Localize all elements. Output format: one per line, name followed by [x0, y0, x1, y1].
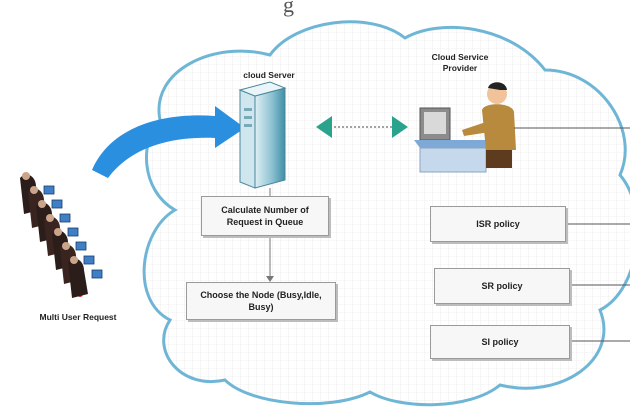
multi-user-request-label: Multi User Request — [39, 312, 117, 322]
service-provider-label: Cloud Service Provider — [431, 52, 489, 73]
si-policy-box: SI policy — [430, 325, 570, 359]
sr-policy-box: SR policy — [434, 268, 570, 304]
calculate-queue-box: Calculate Number of Request in Queue — [201, 196, 329, 236]
isr-policy-box: ISR policy — [430, 206, 566, 242]
title-fragment: g — [283, 0, 294, 17]
cloud-server-icon — [238, 81, 287, 189]
choose-node-box: Choose the Node (Busy,Idle, Busy) — [186, 282, 336, 320]
multi-user-icon — [20, 172, 103, 298]
incoming-request-arrow — [92, 106, 245, 178]
cloud-server-label: cloud Server — [243, 70, 295, 80]
service-provider-icon — [414, 82, 516, 173]
bidirectional-arrow — [316, 116, 408, 138]
